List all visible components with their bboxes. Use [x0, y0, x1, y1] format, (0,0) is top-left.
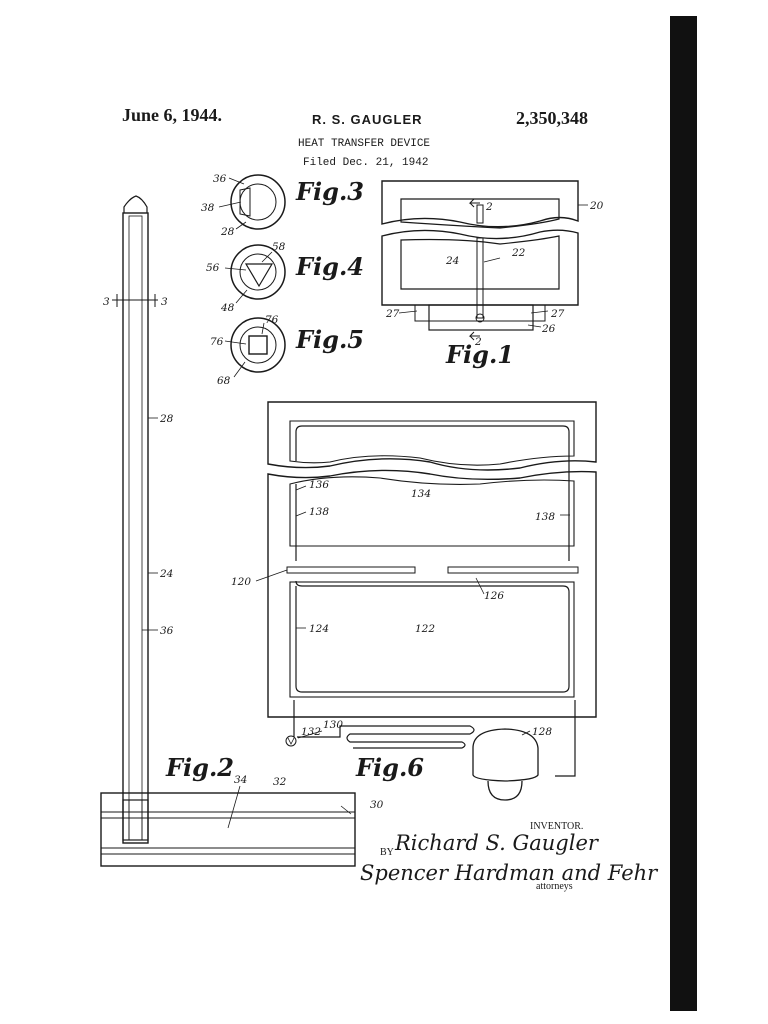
ref-76-left: 76 — [210, 336, 224, 348]
ref-128: 128 — [532, 726, 552, 738]
ref-24-fig1: 24 — [445, 255, 459, 267]
ref-32: 32 — [273, 776, 287, 788]
fig6-drawing — [255, 401, 597, 801]
inventor-signature: Richard S. Gaugler — [394, 831, 600, 855]
ref-22: 22 — [511, 247, 526, 259]
ref-3-left: 3 — [103, 296, 110, 308]
ref-56: 56 — [206, 262, 220, 274]
fig4-label: Fig.4 — [295, 252, 364, 281]
fig2-label: Fig.2 — [165, 753, 234, 782]
filing-date: Filed Dec. 21, 1942 — [303, 157, 428, 169]
ref-28-fig2: 28 — [159, 413, 174, 425]
ref-3-right: 3 — [161, 296, 168, 308]
ref-68: 68 — [217, 375, 231, 387]
inventor-name: R. S. GAUGLER — [312, 112, 423, 127]
ref-34: 34 — [234, 774, 247, 786]
fig1-label: Fig.1 — [445, 340, 514, 369]
ref-2-top: 2 — [485, 201, 493, 213]
ref-2-bottom: 2 — [474, 336, 482, 348]
ref-26: 26 — [541, 323, 556, 335]
fig5-cross-section — [224, 317, 286, 378]
ref-20: 20 — [589, 200, 604, 212]
ref-120: 120 — [231, 576, 251, 588]
ref-36-fig2: 36 — [160, 625, 174, 637]
attorneys-label: attorneys — [536, 881, 573, 892]
ref-27-left: 27 — [385, 308, 400, 320]
fig1-drawing — [381, 180, 588, 341]
fig3-cross-section — [218, 174, 286, 230]
ref-38: 38 — [201, 202, 215, 214]
ref-28-fig3: 28 — [220, 226, 235, 238]
fig4-cross-section — [224, 244, 286, 304]
ref-132: 132 — [301, 726, 321, 738]
ref-134: 134 — [411, 488, 431, 500]
ref-130: 130 — [323, 719, 343, 731]
fig6-label: Fig.6 — [355, 753, 424, 782]
fig3-label: Fig.3 — [295, 177, 364, 206]
ref-48: 48 — [220, 302, 235, 314]
ref-138-right: 138 — [535, 511, 555, 523]
patent-title: HEAT TRANSFER DEVICE — [298, 138, 430, 150]
attorney-signature: Spencer Hardman and Fehr — [360, 861, 659, 885]
ref-122: 122 — [415, 623, 435, 635]
ref-24-fig2: 24 — [159, 568, 173, 580]
patent-date: June 6, 1944. — [122, 105, 222, 125]
inventor-label: INVENTOR. — [530, 821, 583, 832]
scan-border — [670, 16, 697, 1011]
ref-124: 124 — [309, 623, 329, 635]
ref-27-right: 27 — [550, 308, 565, 320]
fig2-drawing — [100, 195, 356, 867]
ref-76-top: 76 — [265, 314, 279, 326]
by-label: BY — [380, 847, 394, 858]
fig5-label: Fig.5 — [295, 325, 364, 354]
ref-30: 30 — [370, 799, 384, 811]
ref-36-fig3: 36 — [213, 173, 227, 185]
ref-126: 126 — [484, 590, 504, 602]
ref-58: 58 — [272, 241, 286, 253]
ref-136: 136 — [309, 479, 329, 491]
ref-138-left: 138 — [309, 506, 329, 518]
patent-number: 2,350,348 — [516, 108, 588, 128]
